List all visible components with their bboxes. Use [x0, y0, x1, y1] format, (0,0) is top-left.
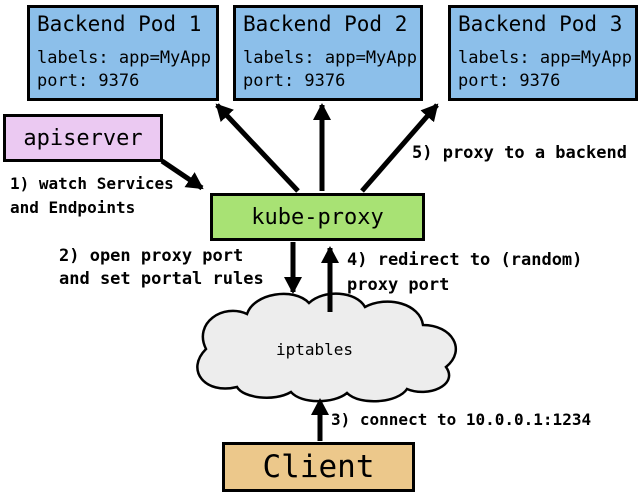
step4-redirect-label: 4) redirect to (random) proxy port	[347, 250, 583, 295]
pod-3-port: port: 9376	[458, 71, 561, 91]
client-box: Client	[222, 442, 415, 492]
client-label: Client	[262, 449, 375, 485]
pod-1-title: Backend Pod 1	[37, 12, 202, 36]
kube-proxy-box: kube-proxy	[210, 193, 425, 241]
step2-open-proxy-port-label: 2) open proxy port and set portal rules	[59, 246, 264, 289]
pod-3-title: Backend Pod 3	[458, 12, 623, 36]
kube-proxy-label: kube-proxy	[251, 204, 384, 230]
backend-pod-3-box: Backend Pod 3 labels: app=MyApp port: 93…	[448, 5, 638, 101]
pod-2-labels: labels: app=MyApp	[243, 48, 417, 68]
iptables-cloud	[196, 292, 458, 403]
pod-2-port: port: 9376	[243, 71, 346, 91]
pod-1-port: port: 9376	[37, 71, 140, 91]
step3-connect-label: 3) connect to 10.0.0.1:1234	[331, 410, 592, 429]
pod-3-labels: labels: app=MyApp	[458, 48, 632, 68]
apiserver-box: apiserver	[3, 114, 163, 162]
iptables-label: iptables	[276, 340, 354, 359]
apiserver-label: apiserver	[23, 125, 143, 151]
pod-2-title: Backend Pod 2	[243, 12, 408, 36]
arrow-kube-proxy-to-pod-1	[215, 103, 300, 193]
backend-pod-1-box: Backend Pod 1 labels: app=MyApp port: 93…	[27, 5, 219, 101]
backend-pod-2-box: Backend Pod 2 labels: app=MyApp port: 93…	[233, 5, 423, 101]
arrow-apiserver-to-kube-proxy	[160, 158, 204, 191]
arrow-kube-proxy-to-pod-3	[360, 103, 439, 193]
step5-proxy-backend-label: 5) proxy to a backend	[412, 143, 627, 163]
step1-watch-services-label: 1) watch Services and Endpoints	[10, 174, 174, 217]
pod-1-labels: labels: app=MyApp	[37, 48, 211, 68]
